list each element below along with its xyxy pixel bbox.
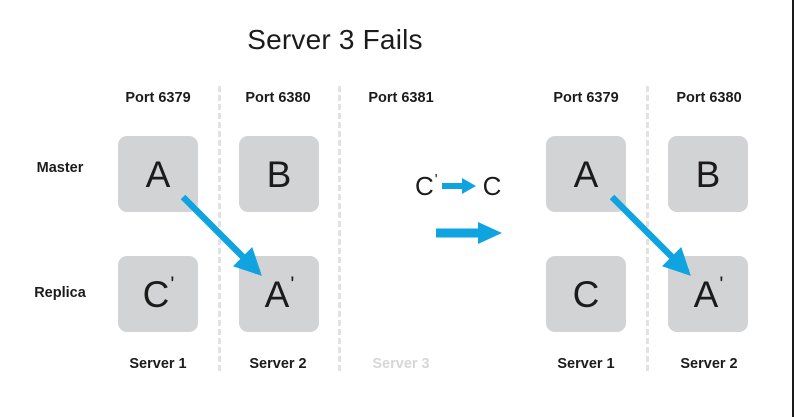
node-glyph: B (266, 153, 292, 195)
node-glyph: B (695, 153, 721, 195)
port-label-right-6380: Port 6380 (676, 90, 742, 106)
node-right-server1-replica[interactable]: C (546, 256, 626, 332)
divider-left-1 (218, 86, 221, 371)
promotion-expression: C' C (415, 171, 502, 201)
node-left-server2-replica[interactable]: A' (239, 256, 319, 332)
node-glyph: C' (142, 272, 175, 315)
server-label-left-1: Server 1 (129, 356, 187, 372)
node-glyph: A (145, 153, 171, 195)
port-label-left-6379: Port 6379 (125, 90, 191, 106)
divider-left-2 (338, 86, 341, 371)
promotion-from-glyph: C' (415, 171, 438, 201)
node-right-server2-replica[interactable]: A' (668, 256, 748, 332)
arrow-right-icon (434, 222, 504, 250)
node-right-server2-master[interactable]: B (668, 136, 748, 212)
node-glyph: A' (264, 272, 295, 315)
server-label-right-1: Server 1 (557, 356, 615, 372)
node-right-server1-master[interactable]: A (546, 136, 626, 212)
row-label-master: Master (36, 160, 84, 176)
port-label-left-6380: Port 6380 (245, 90, 311, 106)
port-label-left-6381: Port 6381 (368, 90, 434, 106)
node-glyph: C (572, 273, 600, 315)
server-label-left-3: Server 3 (372, 356, 430, 372)
server-label-left-2: Server 2 (249, 356, 307, 372)
page-title: Server 3 Fails (247, 24, 423, 55)
node-glyph: A (573, 153, 599, 195)
promotion-to-glyph: C (482, 171, 502, 201)
transition-arrow (434, 220, 504, 251)
arrow-right-icon (440, 176, 480, 196)
divider-right-1 (646, 86, 649, 371)
node-left-server1-replica[interactable]: C' (118, 256, 198, 332)
node-glyph: A' (693, 272, 724, 315)
node-left-server2-master[interactable]: B (239, 136, 319, 212)
server-label-right-2: Server 2 (680, 356, 738, 372)
node-left-server1-master[interactable]: A (118, 136, 198, 212)
port-label-right-6379: Port 6379 (553, 90, 619, 106)
row-label-replica: Replica (34, 285, 86, 301)
